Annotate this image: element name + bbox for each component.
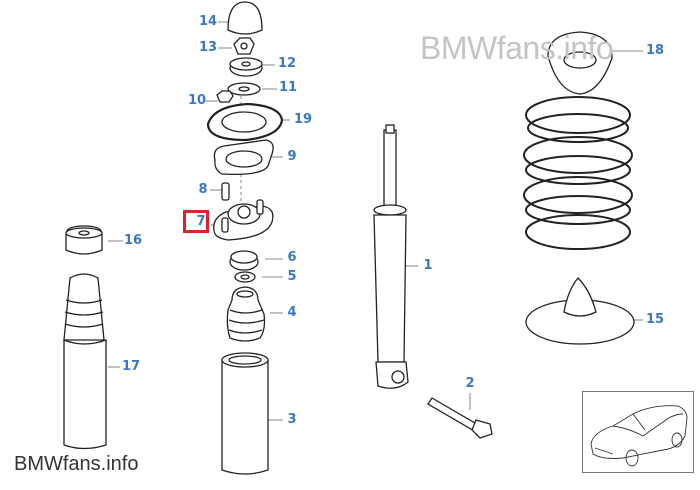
callout-4[interactable]: 4	[287, 305, 297, 320]
callout-6[interactable]: 6	[287, 250, 297, 265]
highlight-box-part-7	[183, 210, 209, 233]
callout-3[interactable]: 3	[287, 412, 297, 427]
car-overview-thumbnail[interactable]	[582, 391, 694, 473]
callout-12[interactable]: 12	[277, 56, 297, 71]
callout-9[interactable]: 9	[287, 149, 297, 164]
callout-17[interactable]: 17	[121, 359, 141, 374]
callout-14[interactable]: 14	[198, 14, 218, 29]
watermark-top: BMWfans.info	[420, 30, 614, 66]
callout-8[interactable]: 8	[198, 182, 208, 197]
callout-13[interactable]: 13	[198, 40, 218, 55]
callout-16[interactable]: 16	[123, 233, 143, 248]
callout-1[interactable]: 1	[423, 258, 433, 273]
callout-2[interactable]: 2	[465, 376, 475, 391]
callout-7[interactable]: 7	[196, 214, 206, 229]
callout-11[interactable]: 11	[278, 80, 298, 95]
watermark-bottom: BMWfans.info	[14, 453, 139, 475]
callout-15[interactable]: 15	[645, 312, 665, 327]
callout-19[interactable]: 19	[293, 112, 313, 127]
car-overview-icon	[590, 405, 688, 467]
callout-10[interactable]: 10	[187, 93, 207, 108]
callout-5[interactable]: 5	[287, 269, 297, 284]
callout-18[interactable]: 18	[645, 43, 665, 58]
